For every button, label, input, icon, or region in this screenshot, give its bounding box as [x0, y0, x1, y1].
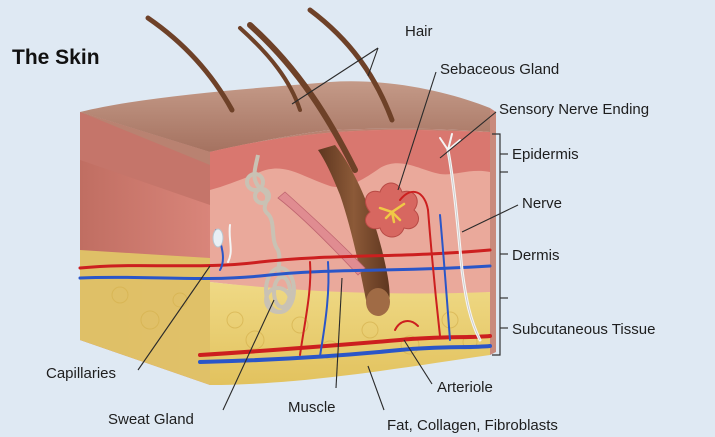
diagram-title: The Skin — [12, 46, 100, 69]
label-sensory-nerve-ending: Sensory Nerve Ending — [499, 101, 649, 118]
skin-block — [80, 10, 496, 385]
label-muscle: Muscle — [288, 399, 336, 416]
label-sweat-gland: Sweat Gland — [108, 411, 194, 428]
label-hair: Hair — [405, 23, 433, 40]
label-nerve: Nerve — [522, 195, 562, 212]
label-capillaries: Capillaries — [46, 365, 116, 382]
label-dermis: Dermis — [512, 247, 560, 264]
label-arteriole: Arteriole — [437, 379, 493, 396]
label-epidermis: Epidermis — [512, 146, 579, 163]
subcutaneous-layer — [210, 282, 490, 385]
label-fat-collagen-fibroblasts: Fat, Collagen, Fibroblasts — [387, 417, 558, 434]
label-subcutaneous-tissue: Subcutaneous Tissue — [512, 321, 655, 338]
label-sebaceous-gland: Sebaceous Gland — [440, 61, 559, 78]
